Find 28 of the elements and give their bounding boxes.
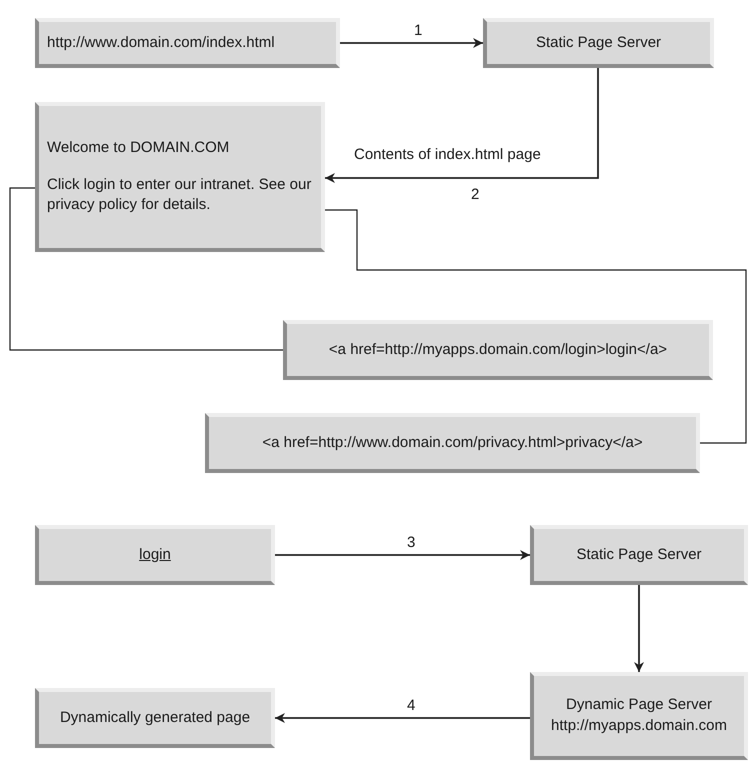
arrow xyxy=(275,550,530,560)
server-box xyxy=(483,18,714,68)
web-page-box xyxy=(35,102,325,252)
box-text: Click login to enter our intranet. See our privacy policy for details. xyxy=(47,174,312,216)
html-link-box xyxy=(283,320,713,380)
box-text: http://www.domain.com/index.html xyxy=(47,32,275,53)
box-text: Static Page Server xyxy=(536,32,662,53)
arrow xyxy=(325,68,599,183)
arrow xyxy=(340,38,483,48)
box-text: login xyxy=(139,544,171,565)
box-text: <a href=http://www.domain.com/privacy.html>privacy</a> xyxy=(262,432,643,453)
html-link-box xyxy=(205,413,700,473)
leader-line xyxy=(325,209,747,444)
page-box xyxy=(35,688,275,748)
server-box xyxy=(530,672,748,760)
url-box xyxy=(35,18,340,68)
box-text: Static Page Server xyxy=(576,544,702,565)
link-box xyxy=(35,525,275,585)
box-text: Dynamically generated page xyxy=(60,708,250,728)
arrow xyxy=(634,585,644,672)
message-label: Contents of index.html page xyxy=(354,146,541,165)
box-text: http://myapps.domain.com xyxy=(551,716,727,736)
server-box xyxy=(530,525,748,585)
box-text: Dynamic Page Server xyxy=(566,695,712,716)
leader-line xyxy=(9,187,283,351)
box-text: <a href=http://myapps.domain.com/login>login</a> xyxy=(328,340,668,360)
box-text: Welcome to DOMAIN.COM xyxy=(47,138,230,158)
arrow xyxy=(275,713,530,723)
